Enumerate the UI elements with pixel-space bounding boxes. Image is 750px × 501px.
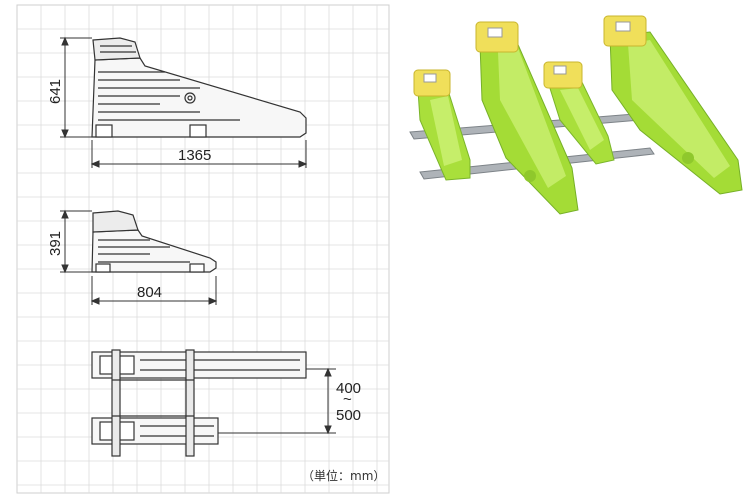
height-label-641: 641 <box>47 79 64 104</box>
height-label-391: 391 <box>47 231 64 256</box>
dimension-height-391 <box>60 209 92 274</box>
large-rack-foot-rear <box>189 124 207 138</box>
rack-small-left <box>413 69 471 181</box>
spacing-label-tilde: ~ <box>343 391 352 408</box>
crossbar-front <box>111 349 121 457</box>
small-side-view <box>91 210 217 273</box>
rack-small-right <box>543 61 615 165</box>
length-label-1365: 1365 <box>178 147 211 164</box>
dimension-length-804 <box>90 276 218 305</box>
large-rack-body <box>91 57 307 138</box>
spacing-label-bottom: 500 <box>336 407 361 424</box>
large-side-view <box>91 37 307 138</box>
large-rack-head <box>92 37 141 61</box>
crossbar-rear <box>185 349 195 457</box>
dimension-length-1365 <box>90 140 308 168</box>
large-rack-foot-front <box>95 124 113 138</box>
product-photo <box>409 15 743 215</box>
rack-tall-right <box>603 15 743 195</box>
cap-small-left <box>413 69 451 97</box>
dimension-spacing <box>218 367 336 435</box>
dimension-height-641 <box>60 36 92 139</box>
unit-note: （単位：mm） <box>302 468 385 483</box>
small-rack-foot-rear <box>189 263 205 273</box>
large-rack-bolt <box>184 92 196 104</box>
rack-tall-center <box>475 21 579 215</box>
small-rack-head <box>92 210 139 233</box>
small-rack-foot-front <box>95 263 111 273</box>
spacing-label-top: 400 <box>336 380 361 397</box>
top-view <box>91 349 307 457</box>
length-label-804: 804 <box>137 284 162 301</box>
